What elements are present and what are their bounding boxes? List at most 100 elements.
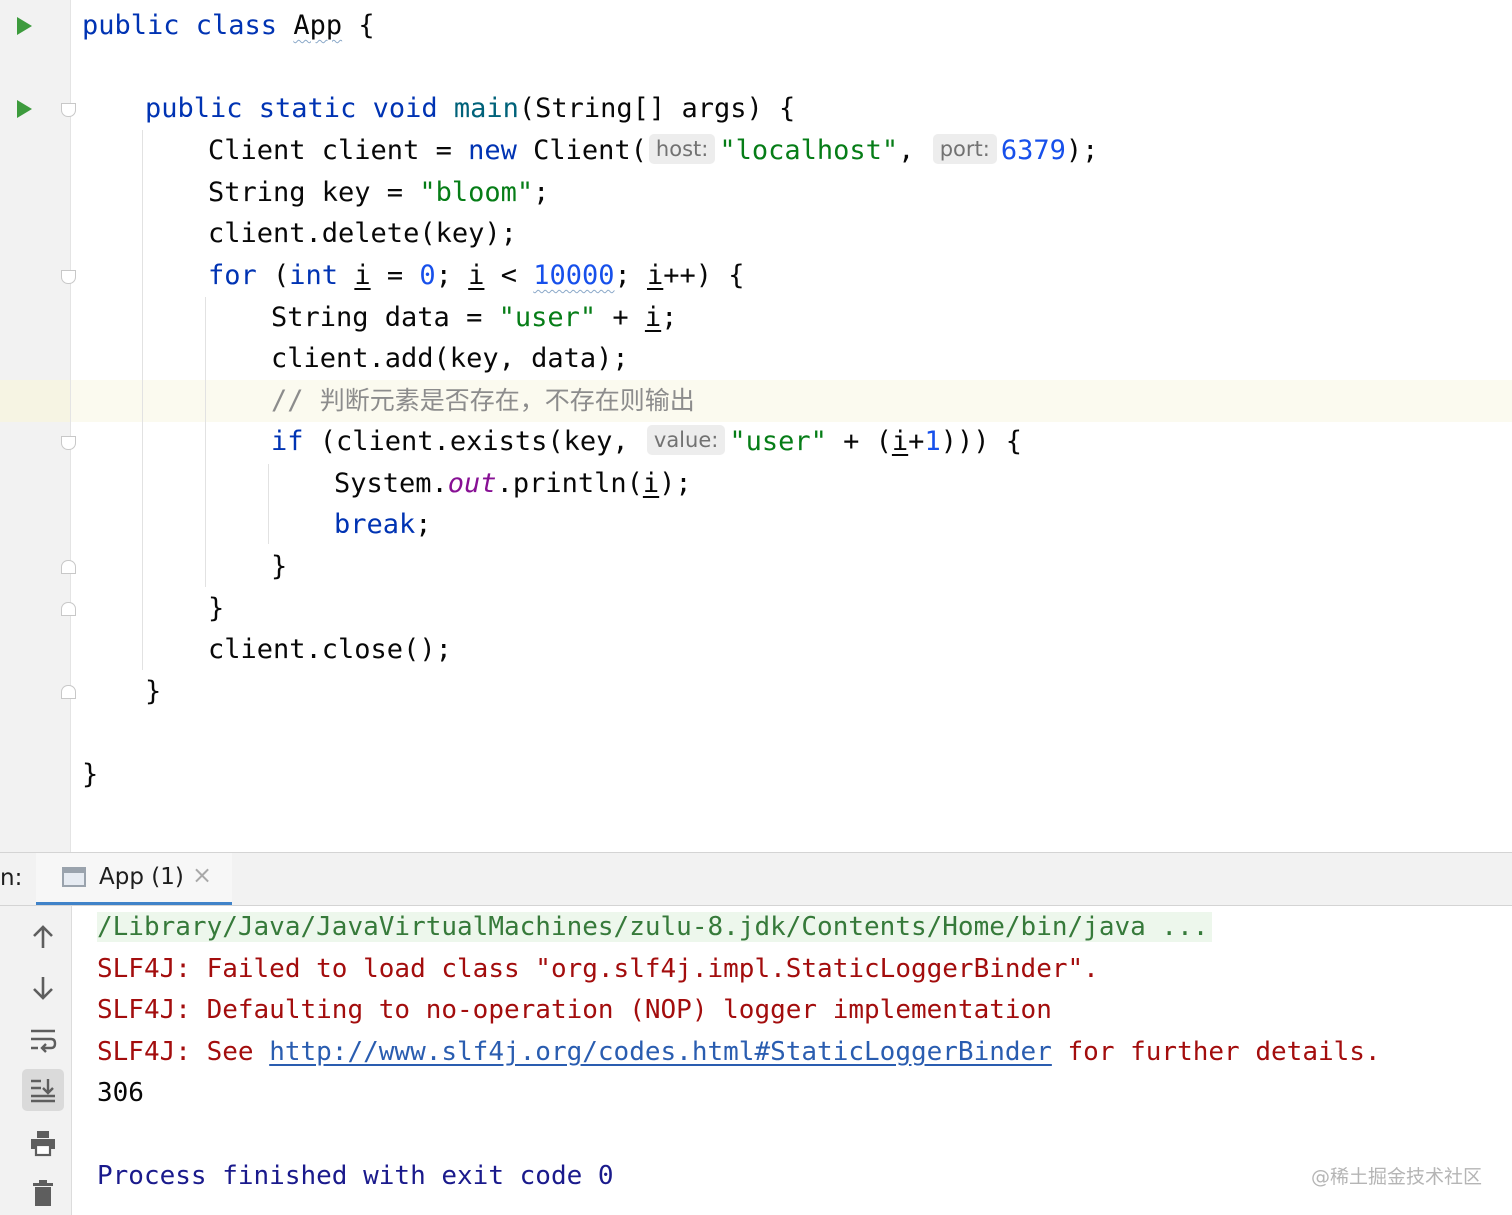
code-token: public static void	[145, 93, 454, 124]
code-token: (client.exists(key,	[303, 426, 645, 457]
code-line-6: client.delete(key);	[208, 213, 517, 255]
code-token: System.	[334, 468, 448, 499]
indent-guide	[142, 130, 143, 670]
close-icon[interactable]: ×	[192, 861, 213, 889]
loop-variable: i	[647, 260, 664, 291]
code-editor[interactable]: public class App { public static void ma…	[0, 0, 1512, 852]
fold-for-icon[interactable]	[61, 270, 76, 284]
number-literal: 6379	[1000, 135, 1066, 166]
code-token: break	[334, 509, 416, 540]
code-token: Client(	[516, 135, 647, 166]
code-token: }	[145, 676, 162, 707]
loop-variable: i	[468, 260, 485, 291]
printer-icon	[31, 1131, 55, 1157]
fold-end-method-icon[interactable]	[61, 685, 76, 699]
code-line-19: }	[82, 754, 98, 796]
editor-gutter	[0, 0, 71, 852]
code-token: +	[596, 302, 645, 333]
run-tab-label: App (1)	[99, 864, 184, 890]
code-line-16: client.close();	[208, 629, 452, 671]
code-token: ;	[614, 260, 648, 291]
current-line-highlight	[0, 380, 1512, 422]
watermark: @稀土掘金技术社区	[1310, 1166, 1482, 1188]
fold-if-icon[interactable]	[61, 436, 76, 450]
run-toolbar	[0, 906, 72, 1215]
string-literal: "user"	[498, 302, 597, 333]
code-token	[338, 260, 354, 291]
code-token: }	[271, 551, 288, 582]
console-line-command: /Library/Java/JavaVirtualMachines/zulu-8…	[97, 906, 1213, 948]
code-token: }	[208, 593, 225, 624]
code-token: + (	[826, 426, 892, 457]
code-token: Client client =	[208, 135, 469, 166]
code-token: if	[271, 426, 304, 457]
arrow-up-icon	[33, 925, 53, 948]
code-token: .println(	[496, 468, 643, 499]
code-line-15: }	[208, 588, 224, 630]
code-token: +	[908, 426, 925, 457]
code-line-11: if (client.exists(key, value:"user" + (i…	[271, 421, 1022, 463]
fold-end-for-icon[interactable]	[61, 602, 76, 616]
console-window-icon	[62, 867, 86, 887]
code-line-13: break;	[334, 504, 432, 546]
code-token: client.delete(key);	[208, 218, 517, 249]
number-literal: 10000	[533, 260, 615, 291]
code-token: ))) {	[940, 426, 1022, 457]
code-token: {	[342, 10, 375, 41]
run-panel-label: n:	[0, 865, 23, 891]
fold-method-icon[interactable]	[61, 103, 76, 117]
code-token: ;	[435, 260, 469, 291]
code-line-9: client.add(key, data);	[271, 338, 629, 380]
clear-all-button[interactable]	[22, 1172, 64, 1214]
error-text: SLF4J: See	[97, 1037, 270, 1067]
code-token: );	[659, 468, 692, 499]
error-text: for further details.	[1051, 1037, 1381, 1067]
loop-variable: i	[642, 468, 660, 499]
code-line-17: }	[145, 671, 161, 713]
comment-marker: //	[271, 385, 320, 416]
code-line-10-comment: // 判断元素是否存在，不存在则输出	[271, 380, 695, 422]
string-literal: "user"	[729, 426, 827, 457]
console-line-error: SLF4J: Failed to load class "org.slf4j.i…	[97, 954, 1099, 984]
soft-wrap-button[interactable]	[22, 1019, 64, 1061]
run-tab-app[interactable]: App (1) ×	[36, 853, 232, 905]
number-literal: 1	[924, 426, 941, 457]
code-token: =	[370, 260, 420, 291]
code-line-1: public class App {	[82, 5, 375, 47]
arrow-down-icon	[33, 977, 53, 1000]
scroll-to-end-button[interactable]	[22, 1069, 64, 1111]
code-token: public class	[82, 10, 294, 41]
loop-variable: i	[354, 260, 371, 291]
scroll-up-button[interactable]	[22, 916, 64, 958]
console-output[interactable]: /Library/Java/JavaVirtualMachines/zulu-8…	[72, 906, 1512, 1215]
code-line-14: }	[271, 546, 287, 588]
scroll-down-button[interactable]	[22, 967, 64, 1009]
console-line-error: SLF4J: See http://www.slf4j.org/codes.ht…	[97, 1031, 1381, 1073]
slf4j-docs-link[interactable]: http://www.slf4j.org/codes.html#StaticLo…	[269, 1037, 1052, 1067]
code-line-8: String data = "user" + i;	[271, 297, 677, 339]
code-token: client.close();	[208, 634, 452, 665]
code-token: ,	[898, 135, 915, 166]
string-literal: "localhost"	[719, 135, 899, 166]
class-name: App	[293, 10, 343, 41]
code-token: String key =	[208, 177, 420, 208]
code-token: ;	[661, 302, 678, 333]
run-class-icon[interactable]	[17, 17, 32, 35]
scroll-to-end-icon	[31, 1079, 55, 1103]
parameter-hint-host: host:	[648, 134, 716, 164]
code-line-4: Client client = new Client(host:"localho…	[208, 130, 1098, 172]
fold-end-if-icon[interactable]	[61, 560, 76, 574]
code-token: );	[1065, 135, 1099, 166]
code-line-5: String key = "bloom";	[208, 172, 549, 214]
code-token: String data =	[271, 302, 499, 333]
java-command: /Library/Java/JavaVirtualMachines/zulu-8…	[97, 912, 1213, 942]
code-token: ++) {	[663, 260, 745, 291]
code-line-3: public static void main(String[] args) {	[145, 88, 795, 130]
gutter-current-line-highlight	[0, 380, 70, 422]
parameter-hint-value: value:	[646, 425, 726, 455]
print-button[interactable]	[22, 1122, 64, 1164]
code-line-7: for (int i = 0; i < 10000; i++) {	[208, 255, 745, 297]
run-main-icon[interactable]	[17, 100, 32, 118]
code-token: (String[] args) {	[518, 93, 796, 124]
run-panel-header: n: App (1) ×	[0, 852, 1512, 906]
